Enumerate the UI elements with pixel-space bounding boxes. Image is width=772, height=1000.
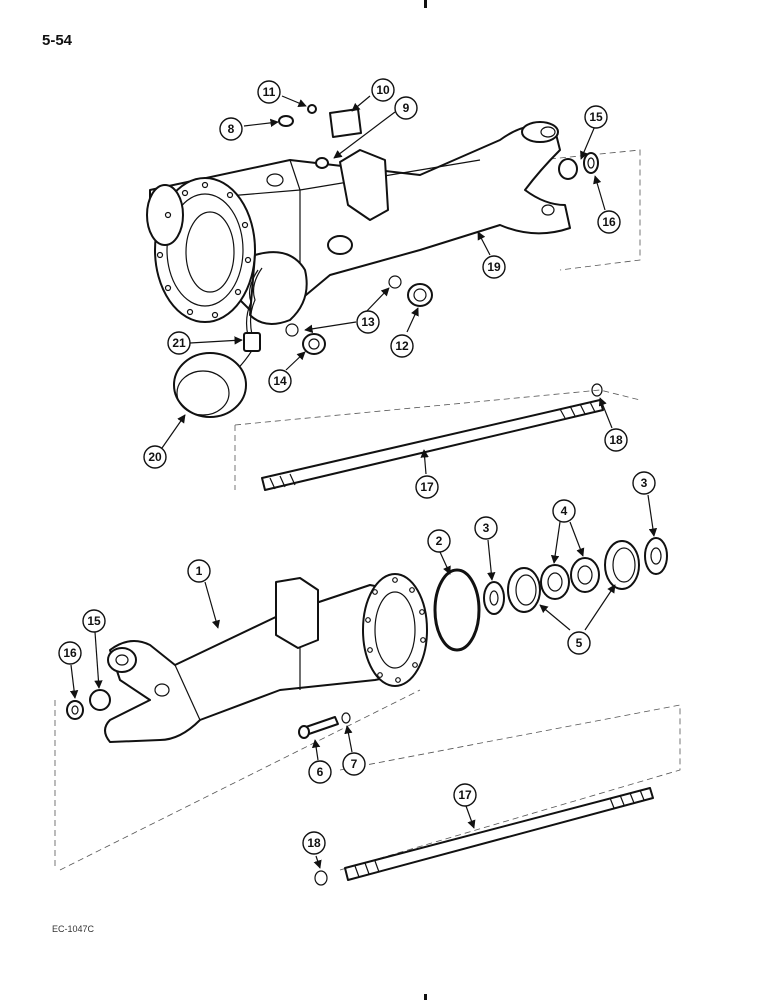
svg-text:4: 4 — [561, 504, 568, 518]
callout-13: 13 — [356, 310, 380, 334]
callout-1: 1 — [187, 559, 211, 583]
callout-10: 10 — [371, 78, 395, 102]
callouts: 11 10 8 9 15 16 19 13 12 21 14 20 18 17 … — [58, 78, 656, 855]
callout-16-lower: 16 — [58, 641, 82, 665]
upper-axle-shaft — [234, 383, 641, 491]
upper-axle-housing — [146, 121, 641, 381]
callout-17-upper: 17 — [415, 475, 439, 499]
svg-text:13: 13 — [361, 315, 375, 329]
callout-4: 4 — [552, 499, 576, 523]
svg-text:3: 3 — [641, 476, 648, 490]
svg-text:6: 6 — [317, 765, 324, 779]
svg-text:20: 20 — [148, 450, 162, 464]
figure-code: EC-1047C — [52, 924, 95, 934]
svg-text:12: 12 — [395, 339, 409, 353]
callout-8: 8 — [219, 117, 243, 141]
svg-text:16: 16 — [63, 646, 77, 660]
svg-text:19: 19 — [487, 260, 501, 274]
callout-20: 20 — [143, 445, 167, 469]
callout-18-lower: 18 — [302, 831, 326, 855]
svg-text:8: 8 — [228, 122, 235, 136]
svg-text:15: 15 — [589, 110, 603, 124]
callout-7: 7 — [342, 752, 366, 776]
lower-small-parts — [66, 537, 668, 739]
callout-19: 19 — [482, 255, 506, 279]
callout-3-right: 3 — [632, 471, 656, 495]
page-number: 5-54 — [42, 32, 73, 49]
leader-lines — [69, 95, 658, 869]
svg-text:18: 18 — [609, 433, 623, 447]
svg-text:16: 16 — [602, 215, 616, 229]
svg-text:5: 5 — [576, 636, 583, 650]
callout-11: 11 — [257, 80, 281, 104]
callout-15-lower: 15 — [82, 609, 106, 633]
svg-text:11: 11 — [263, 85, 276, 99]
callout-14: 14 — [268, 369, 292, 393]
svg-text:18: 18 — [307, 836, 321, 850]
callout-18-upper: 18 — [604, 428, 628, 452]
callout-3-left: 3 — [474, 516, 498, 540]
lower-axle-shaft — [314, 704, 681, 886]
svg-text:9: 9 — [403, 101, 410, 115]
svg-text:10: 10 — [376, 83, 390, 97]
callout-17-lower: 17 — [453, 783, 477, 807]
svg-text:17: 17 — [420, 480, 434, 494]
upper-small-parts — [173, 104, 599, 418]
page-edge-mark-bottom — [424, 994, 427, 1000]
svg-text:14: 14 — [273, 374, 287, 388]
callout-9: 9 — [394, 96, 418, 120]
page-edge-mark-top — [424, 0, 427, 8]
svg-text:1: 1 — [196, 564, 203, 578]
callout-12: 12 — [390, 334, 414, 358]
svg-text:2: 2 — [436, 534, 443, 548]
svg-text:17: 17 — [458, 788, 472, 802]
lower-axle-housing — [54, 573, 428, 871]
callout-15-upper: 15 — [584, 105, 608, 129]
svg-text:3: 3 — [483, 521, 490, 535]
svg-text:15: 15 — [87, 614, 101, 628]
callout-16-upper: 16 — [597, 210, 621, 234]
callout-5: 5 — [567, 631, 591, 655]
svg-text:21: 21 — [172, 336, 186, 350]
callout-6: 6 — [308, 760, 332, 784]
callout-2: 2 — [427, 529, 451, 553]
svg-text:7: 7 — [351, 757, 358, 771]
callout-21: 21 — [167, 331, 191, 355]
